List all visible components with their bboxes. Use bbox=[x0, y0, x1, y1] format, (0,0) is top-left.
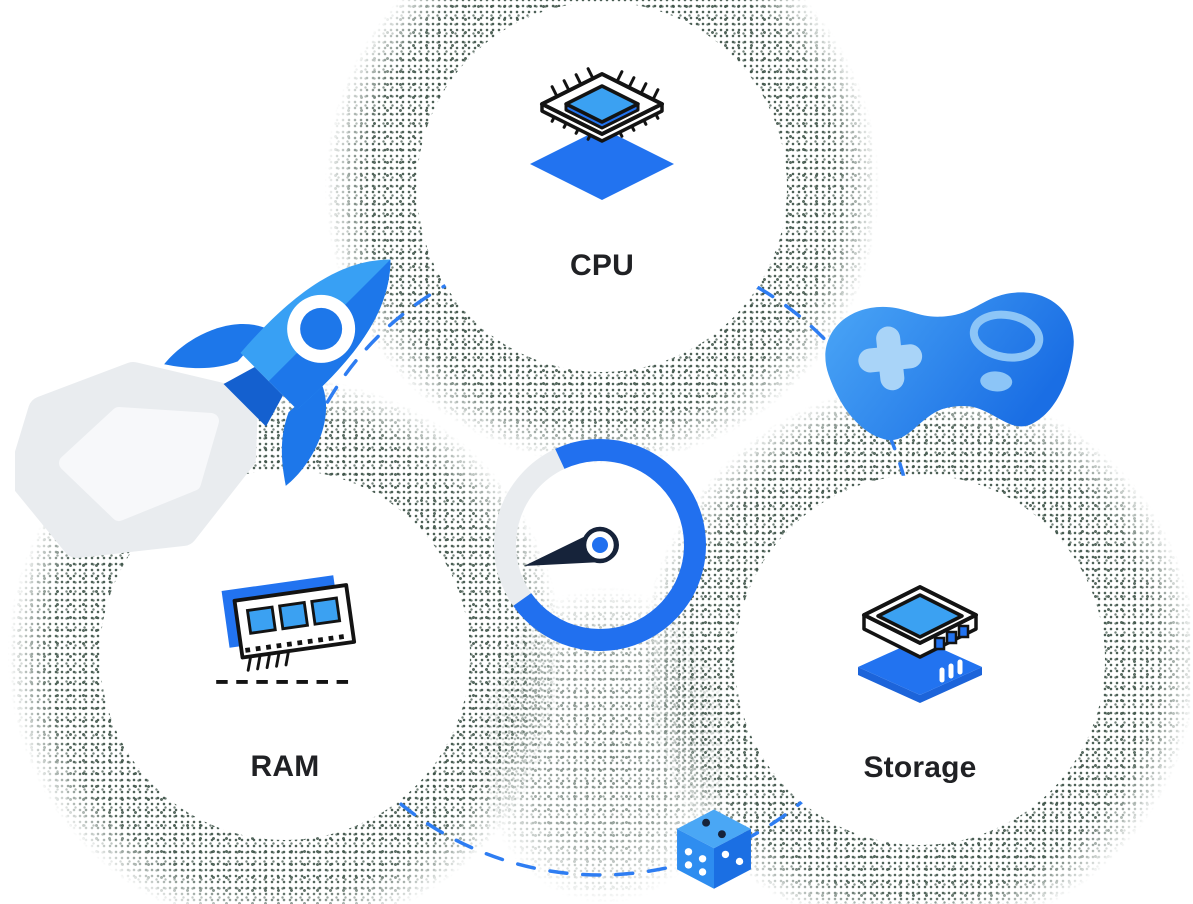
dice-side-pips bbox=[684, 848, 744, 876]
node-storage: Storage bbox=[735, 475, 1105, 845]
controller-button bbox=[980, 371, 1013, 392]
gauge-progress bbox=[513, 438, 706, 651]
node-label: Storage bbox=[863, 751, 977, 784]
node-label: RAM bbox=[250, 750, 320, 783]
storage-drive-icon bbox=[858, 585, 982, 703]
ram-module-icon bbox=[216, 575, 357, 684]
speedometer-gauge-icon bbox=[494, 438, 706, 651]
node-cpu: CPU bbox=[417, 2, 787, 372]
cpu-chip-icon bbox=[530, 67, 674, 200]
rocket-body bbox=[164, 259, 391, 486]
gauge-track bbox=[494, 448, 565, 606]
dice-top-pips bbox=[702, 818, 726, 839]
ram-pins bbox=[246, 651, 290, 672]
drive-side-chips bbox=[933, 624, 970, 651]
smoke-cloud bbox=[15, 362, 258, 558]
game-controller-icon bbox=[825, 292, 1074, 441]
node-label: CPU bbox=[570, 249, 634, 282]
slab-chip-marks bbox=[939, 659, 963, 683]
dpad-cross bbox=[858, 326, 923, 391]
controller-ring bbox=[969, 310, 1044, 362]
rocket-icon bbox=[15, 259, 391, 558]
gauge-hub-dot bbox=[592, 537, 608, 553]
dice-icon bbox=[677, 809, 751, 889]
